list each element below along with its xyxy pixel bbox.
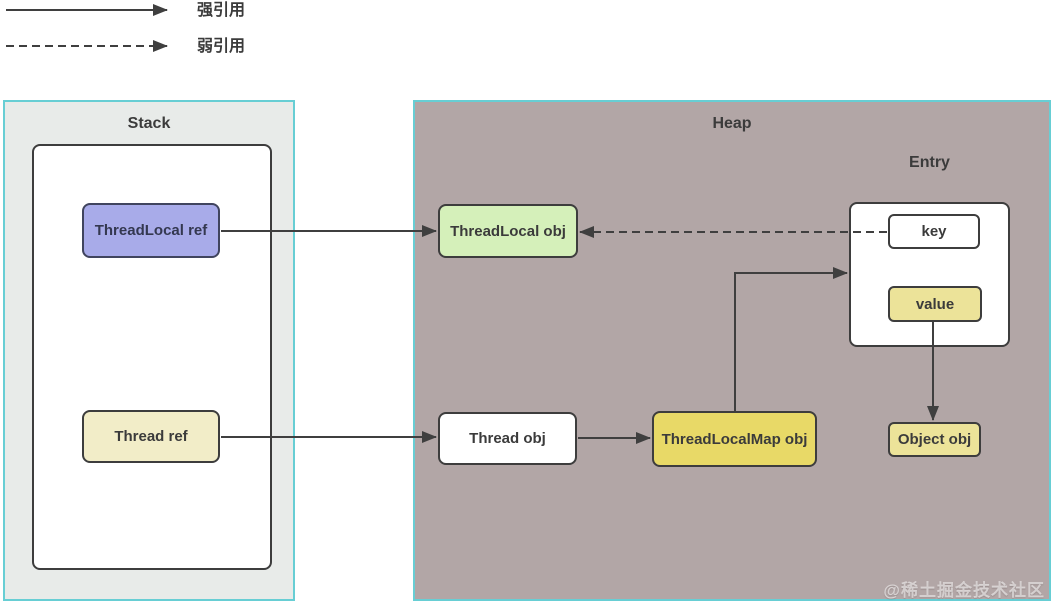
stack-title: Stack	[127, 115, 171, 132]
entry-key-label: key	[921, 223, 947, 240]
entry-value-label: value	[915, 295, 955, 313]
legend-weak-ref-label: 弱引用	[197, 38, 246, 55]
object-obj-label: Object obj	[897, 431, 972, 448]
heap-title: Heap	[712, 115, 752, 132]
thread-obj-node: Thread obj	[438, 412, 577, 465]
threadlocal-obj-label: ThreadLocal obj	[450, 222, 566, 240]
heap-region: Heap	[413, 100, 1051, 601]
watermark: @稀土掘金技术社区	[883, 581, 1045, 600]
thread-obj-label: Thread obj	[469, 430, 546, 447]
threadlocal-obj-node: ThreadLocal obj	[438, 204, 578, 258]
entry-title: Entry	[909, 154, 950, 171]
threadlocal-ref-label: ThreadLocal ref	[94, 222, 208, 239]
entry-key-node: key	[888, 214, 980, 249]
entry-value-node: value	[888, 286, 982, 322]
object-obj-node: Object obj	[888, 422, 981, 457]
threadlocalmap-obj-label: ThreadLocalMap obj	[661, 430, 808, 448]
thread-ref-node: Thread ref	[82, 410, 220, 463]
stack-region: Stack	[3, 100, 295, 601]
threadlocal-ref-node: ThreadLocal ref	[82, 203, 220, 258]
threadlocalmap-obj-node: ThreadLocalMap obj	[652, 411, 817, 467]
thread-ref-label: Thread ref	[114, 428, 188, 445]
legend-strong-ref-label: 强引用	[197, 2, 246, 19]
